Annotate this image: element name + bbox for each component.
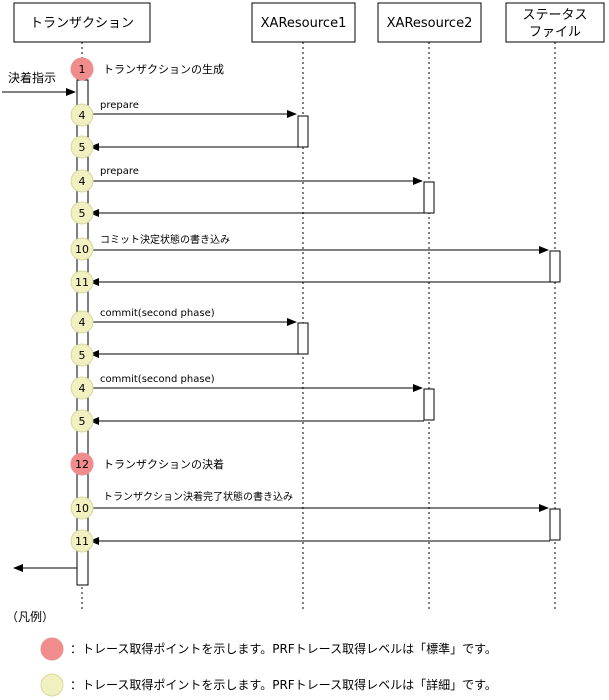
participant-transaction: トランザクション — [13, 2, 151, 43]
trace-point-standard: 12 — [70, 452, 94, 476]
message-label: commit(second phase) — [100, 374, 215, 385]
step-label: トランザクションの決着 — [103, 457, 224, 471]
trace-point-detail: 11 — [70, 270, 94, 294]
participant-xaresource1: XAResource1 — [251, 2, 356, 43]
trace-point-detail: 5 — [70, 135, 94, 159]
legend-swatch-detail — [40, 673, 64, 697]
activation-xaresource1 — [297, 322, 309, 355]
legend-item-standard: ：トレース取得ポイントを示します。PRFトレース取得レベルは「標準」です。 — [40, 637, 497, 661]
participant-label: XAResource2 — [387, 16, 473, 31]
trace-point-number: 4 — [79, 175, 86, 188]
activation-status-file — [549, 508, 561, 541]
activation-xaresource2 — [423, 181, 435, 214]
message-label: トランザクション決着完了状態の書き込み — [103, 490, 293, 503]
trace-point-detail: 5 — [70, 409, 94, 433]
legend-text: ：トレース取得ポイントを示します。PRFトレース取得レベルは「標準」です。 — [70, 641, 497, 656]
message-label: コミット決定状態の書き込み — [100, 233, 230, 246]
legend-title: （凡例） — [6, 610, 54, 624]
trace-point-detail: 4 — [70, 310, 94, 334]
trace-point-number: 12 — [75, 458, 89, 471]
legend-item-detail: ：トレース取得ポイントを示します。PRFトレース取得レベルは「詳細」です。 — [40, 673, 497, 697]
participant-label-line2: ファイル — [529, 25, 581, 40]
trace-point-number: 1 — [79, 63, 86, 76]
message-label: prepare — [100, 100, 139, 111]
trace-point-detail: 4 — [70, 169, 94, 193]
participant-label: XAResource1 — [261, 16, 347, 31]
trace-point-detail: 5 — [70, 201, 94, 225]
trace-point-number: 11 — [75, 276, 89, 289]
participant-status-file: ステータス ファイル — [505, 2, 605, 43]
activation-xaresource1 — [297, 115, 309, 148]
activation-status-file — [549, 250, 561, 283]
trace-point-number: 5 — [79, 207, 86, 220]
external-instruction-label: 決着指示 — [8, 70, 56, 85]
legend-swatch-standard — [40, 637, 64, 661]
trace-point-number: 11 — [75, 535, 89, 548]
message-label: commit(second phase) — [100, 308, 215, 319]
participant-label: トランザクション — [30, 16, 134, 31]
trace-point-detail: 5 — [70, 343, 94, 367]
trace-point-number: 5 — [79, 349, 86, 362]
activation-xaresource2 — [423, 388, 435, 421]
trace-point-number: 10 — [75, 502, 89, 515]
participant-label-line1: ステータス — [522, 8, 587, 23]
trace-point-standard: 1 — [70, 57, 94, 81]
trace-point-number: 4 — [79, 109, 86, 122]
trace-point-detail: 4 — [70, 103, 94, 127]
trace-point-number: 10 — [75, 243, 89, 256]
trace-point-detail: 11 — [70, 529, 94, 553]
trace-point-number: 4 — [79, 316, 86, 329]
message-label: prepare — [100, 166, 139, 177]
legend-text: ：トレース取得ポイントを示します。PRFトレース取得レベルは「詳細」です。 — [70, 677, 497, 692]
trace-point-number: 5 — [79, 141, 86, 154]
trace-point-detail: 10 — [70, 496, 94, 520]
trace-point-detail: 4 — [70, 376, 94, 400]
step-label: トランザクションの生成 — [103, 62, 224, 76]
participant-xaresource2: XAResource2 — [377, 2, 482, 43]
trace-point-number: 4 — [79, 382, 86, 395]
trace-point-number: 5 — [79, 415, 86, 428]
trace-point-detail: 10 — [70, 237, 94, 261]
